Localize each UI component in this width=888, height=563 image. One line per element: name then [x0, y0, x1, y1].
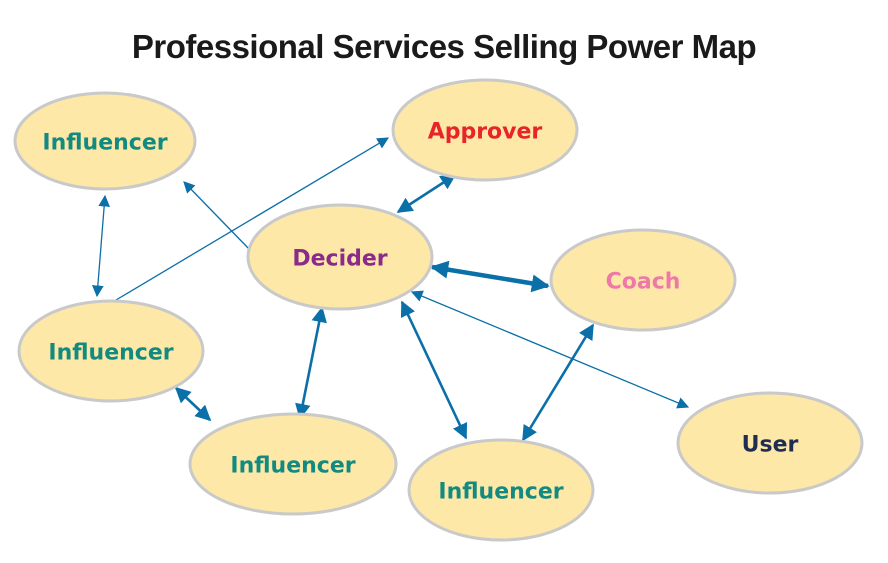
node-label: Influencer — [438, 480, 563, 505]
node-ellipse — [13, 91, 197, 191]
edge-decider-to-coach — [430, 260, 550, 293]
node-ellipse — [17, 299, 205, 403]
node-ellipse — [188, 412, 398, 516]
edge-influencer-mid-left-to-approver — [115, 137, 390, 301]
node-label: Decider — [292, 247, 387, 272]
node-ellipse — [391, 78, 579, 182]
edge-decider-to-approver — [396, 173, 457, 214]
node-label: User — [742, 433, 799, 458]
node-label: Approver — [428, 120, 543, 145]
node-influencer-bottom-left: Influencer — [188, 412, 398, 516]
edge-influencer-top-left-to-influencer-mid-left — [92, 194, 110, 298]
edge-influencer-mid-left-to-influencer-bottom-left — [174, 386, 212, 422]
diagram-title: Professional Services Selling Power Map — [131, 28, 757, 65]
edge-decider-to-user — [410, 290, 690, 409]
node-ellipse — [407, 438, 595, 542]
edge-decider-to-influencer-top-left — [183, 181, 251, 251]
node-approver: Approver — [391, 78, 579, 182]
node-ellipse — [549, 228, 737, 332]
node-influencer-mid-left: Influencer — [17, 299, 205, 403]
edge-decider-to-influencer-bottom-center — [400, 300, 468, 440]
node-ellipse — [676, 391, 864, 495]
node-user: User — [676, 391, 864, 495]
node-decider: Decider — [246, 203, 434, 311]
node-influencer-bottom-center: Influencer — [407, 438, 595, 542]
node-label: Coach — [606, 270, 681, 295]
node-ellipse — [246, 203, 434, 311]
edges-layer — [92, 137, 690, 442]
node-label: Influencer — [48, 341, 173, 366]
node-coach: Coach — [549, 228, 737, 332]
node-label: Influencer — [42, 131, 167, 156]
node-influencer-top-left: Influencer — [13, 91, 197, 191]
node-label: Influencer — [230, 454, 355, 479]
edge-decider-to-influencer-bottom-left — [295, 306, 327, 420]
